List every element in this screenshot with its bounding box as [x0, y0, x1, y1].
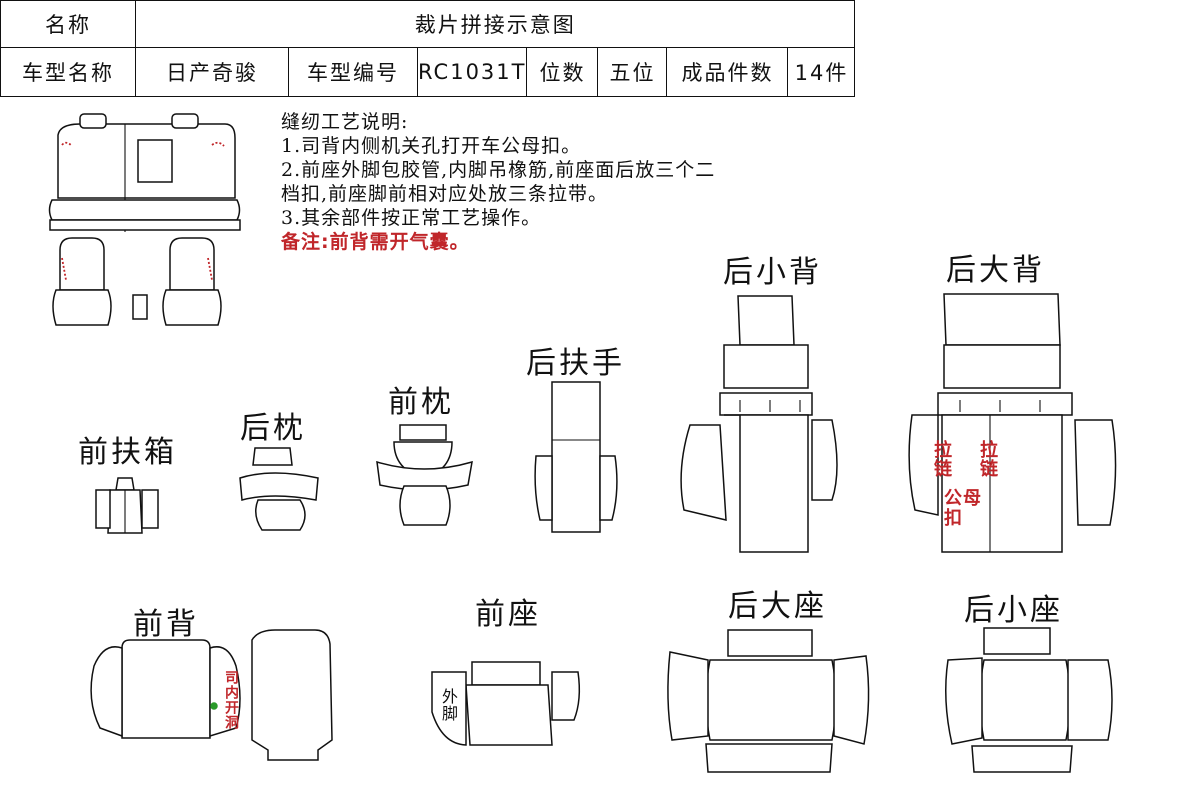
notes-item-3: 档扣,前座脚前相对应处放三条拉带。 — [281, 183, 609, 205]
front-headrest-pieces — [376, 424, 473, 526]
front-back-pieces — [90, 629, 333, 761]
annotation-outer-leg: 外脚 — [439, 688, 458, 722]
rear-headrest-pieces — [239, 447, 319, 531]
label-front-back: 前背 — [133, 607, 199, 642]
label-front-seat: 前座 — [475, 597, 541, 632]
annotation-snap: 公母扣 — [944, 488, 982, 529]
notes-title: 缝纫工艺说明: — [281, 111, 409, 133]
label-rear-small-seat: 后小座 — [964, 593, 1063, 628]
rear-small-back-pieces — [680, 295, 838, 553]
seats-label: 位数 — [526, 47, 599, 97]
notes-remark: 备注:前背需开气囊。 — [281, 231, 470, 253]
annotation-zipper-right: 拉链 — [977, 440, 998, 478]
rear-armrest-pieces — [534, 381, 618, 533]
model-name-label: 车型名称 — [0, 47, 136, 97]
seats-value: 五位 — [597, 47, 668, 97]
label-rear-large-seat: 后大座 — [728, 589, 827, 624]
label-rear-large-back: 后大背 — [946, 253, 1045, 288]
label-front-headrest: 前枕 — [388, 385, 454, 420]
model-name-value: 日产奇骏 — [135, 47, 289, 97]
front-seat-pieces — [431, 661, 581, 746]
notes-item-1: 1.司背内侧机关孔打开车公母扣。 — [281, 135, 582, 157]
model-no-value: RC1031T — [416, 47, 528, 97]
rear-large-back-pieces — [908, 293, 1117, 553]
pieces-value: 14件 — [787, 47, 856, 97]
notes-item-4: 3.其余部件按正常工艺操作。 — [281, 207, 542, 229]
model-no-label: 车型编号 — [288, 47, 418, 97]
notes-item-2: 2.前座外脚包胶管,内脚吊橡筋,前座面后放三个二 — [281, 159, 716, 181]
name-label: 名称 — [0, 0, 136, 48]
rear-small-seat-pieces — [945, 627, 1113, 773]
label-rear-headrest: 后枕 — [240, 411, 306, 446]
rear-large-seat-pieces — [667, 629, 870, 773]
pieces-label: 成品件数 — [666, 47, 789, 97]
label-front-armrest-box: 前扶箱 — [78, 435, 177, 470]
front-armrest-box-pieces — [95, 477, 159, 534]
header-table: 名称 裁片拼接示意图 车型名称 日产奇骏 车型编号 RC1031T 位数 五位 … — [0, 0, 856, 97]
seat-overview-drawing — [48, 113, 241, 326]
annotation-front-back-hole: 司内开洞 — [223, 670, 239, 730]
sewing-notes: 缝纫工艺说明: 1.司背内侧机关孔打开车公母扣。 2.前座外脚包胶管,内脚吊橡筋… — [281, 110, 861, 254]
label-rear-small-back: 后小背 — [723, 255, 822, 290]
label-rear-armrest: 后扶手 — [526, 346, 625, 381]
annotation-zipper-left: 拉链 — [931, 440, 952, 478]
